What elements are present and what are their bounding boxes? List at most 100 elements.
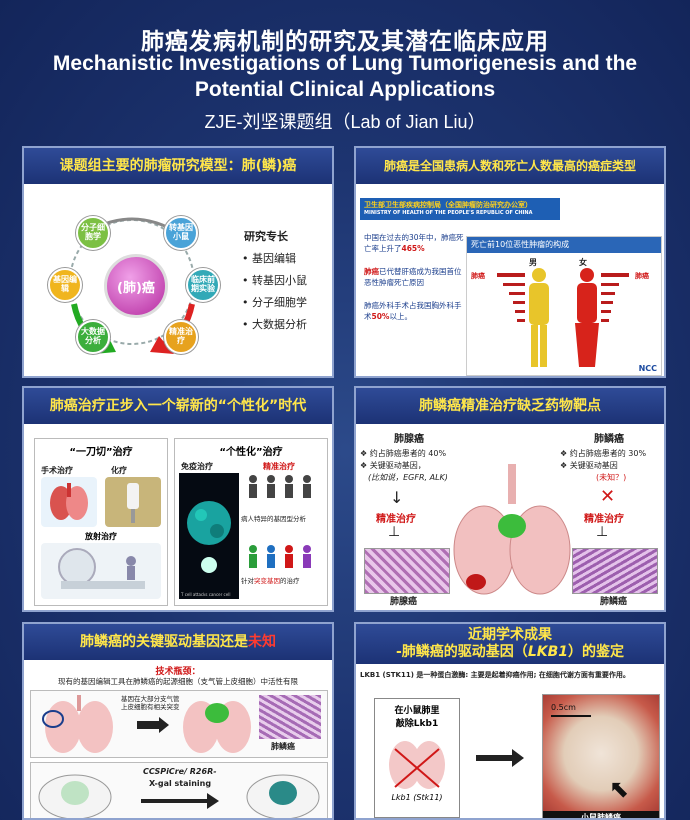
tumor-caption: 小鼠肺鳞癌 (543, 811, 659, 818)
panel-personalized-therapy: 肺癌治疗正步入一个崭新的“个性化”时代 “一刀切”治疗 手术治疗 化疗 放射治疗… (22, 386, 334, 612)
radiotherapy-image (41, 543, 161, 599)
personalized-title: “个性化”治疗 (219, 447, 283, 458)
node-big-data: 大数据分析 (76, 320, 110, 354)
mouse-genotype: CCSPiCre/ R26R- (143, 767, 217, 776)
adenocarcinoma-heading: 肺腺癌 (394, 434, 424, 445)
mouse-staining-drawing (38, 774, 320, 818)
node-precision-therapy: 精准治疗 (164, 320, 198, 354)
block-icon: ⊥ (388, 524, 401, 540)
adeno-bullet: ❖ 约占肺癌患者的 40% (360, 449, 447, 458)
immunotherapy-label: 免疫治疗 (181, 462, 213, 471)
adeno-genes: (比如说，EGFR, ALK) (368, 473, 448, 482)
precision-label: 精准治疗 (263, 462, 295, 471)
chart-title: 死亡前10位恶性肿瘤的构成 (467, 237, 661, 253)
panel-title: 肺癌治疗正步入一个崭新的“个性化”时代 (24, 388, 332, 424)
conventional-title: “一刀切”治疗 (69, 447, 133, 458)
label-male: 男 (529, 258, 537, 267)
expertise-item: • 大数据分析 (242, 318, 307, 331)
precision-therapy-left: 精准治疗 (376, 514, 416, 525)
bottleneck-label: 技术瓶颈： (155, 667, 201, 677)
chemo-label: 化疗 (111, 466, 127, 475)
chemo-image (105, 477, 161, 527)
targeted-step: 针对突变基因的治疗 (241, 577, 300, 585)
surgery-image (41, 477, 97, 527)
label-female: 女 (579, 258, 587, 267)
center-cancer-node: (肺)癌 (104, 254, 168, 318)
stat-mortality: 中国在过去的30年中，肺癌死亡率上升了465% (364, 233, 464, 254)
panel-research-model: 课题组主要的肺瘤研究模型：肺(鳞)癌 (肺)癌 分子细胞学 转基因小鼠 临床前期… (22, 146, 334, 378)
node-gene-editing: 基因编辑 (48, 268, 82, 302)
label-lung-right: 肺癌 (635, 272, 649, 280)
lkb1-gene-label: Lkb1 (Stk11) (391, 793, 443, 802)
ministry-banner: 卫生部卫生部疾病控制局（全国肿瘤防治研究办公室） MINISTRY OF HEA… (360, 198, 560, 220)
patient-groups (249, 475, 311, 568)
node-transgenic-mice: 转基因小鼠 (164, 216, 198, 250)
lung-illustration (453, 464, 571, 595)
mutation-callout: 基因在大部分支气管上皮细胞有相关突变 (121, 695, 180, 712)
block-icon: ⊥ (596, 524, 609, 540)
lung-comparison-drawing (42, 695, 251, 753)
label-lung-left: 肺癌 (471, 272, 485, 280)
knockout-box: 在小鼠肺里 敲除Lkb1 Lkb1 (Stk11) (374, 698, 460, 818)
genotype-step: 病人特异的基因型分析 (241, 515, 306, 523)
radio-label: 放射治疗 (85, 532, 117, 541)
node-preclinical: 临床前期实验 (186, 268, 220, 302)
panel-title: 课题组主要的肺瘤研究模型：肺(鳞)癌 (24, 148, 332, 184)
conventional-therapy-box: “一刀切”治疗 手术治疗 化疗 放射治疗 (34, 438, 168, 606)
cross-icon: ✕ (600, 486, 616, 507)
stat-surgery: 肺癌外科手术占我国胸外科手术50%以上。 (364, 301, 462, 322)
panel-squamous-targets: 肺鳞癌精准治疗缺乏药物靶点 肺腺癌 ❖ 约占肺癌患者的 40% ❖ 关键驱动基因… (354, 386, 666, 612)
title-english-line2: Potential Clinical Applications (194, 78, 496, 101)
body-silhouettes (497, 268, 629, 367)
panel-title: 肺鳞癌精准治疗缺乏药物靶点 (356, 388, 664, 424)
squamous-histology-small (259, 695, 321, 739)
squamous-heading: 肺鳞癌 (594, 434, 624, 445)
precision-therapy-right: 精准治疗 (584, 514, 624, 525)
bottleneck-text: 现有的基因编辑工具在肺鳞癌的起源细胞（支气管上皮细胞）中活性有限 (58, 677, 298, 686)
tumor-arrow-icon: ⬉ (609, 775, 630, 803)
scale-bar-label: 0.5cm (551, 703, 576, 712)
scale-bar (551, 715, 591, 717)
expertise-item: • 转基因小鼠 (242, 274, 307, 287)
mouse-tumor-photo: 0.5cm ⬉ 小鼠肺鳞癌 (542, 694, 660, 818)
squamous-histology (572, 548, 658, 594)
squamous-small-label: 肺鳞癌 (271, 742, 295, 751)
adeno-image-label: 肺腺癌 (390, 597, 418, 607)
expertise-item: • 基因编辑 (242, 252, 296, 265)
panel-title: 肺癌是全国患病人数和死亡人数最高的癌症类型 (356, 148, 664, 184)
surgery-label: 手术治疗 (41, 466, 73, 475)
squamous-bullet: ❖ 关键驱动基因 (560, 461, 618, 470)
squamous-bullet: ❖ 约占肺癌患者的 30% (560, 449, 647, 458)
stat-top-cause: 肺癌已代替肝癌成为我国首位恶性肿瘤死亡原因 (364, 267, 462, 288)
ncc-logo: NCC (638, 364, 657, 373)
t-cell-image: T cell attacks cancer cell (179, 473, 239, 599)
panel-lkb1-identification: 近期学术成果 -肺鳞癌的驱动基因（LKB1）的鉴定 LKB1 (STK11) 是… (354, 622, 666, 820)
adenocarcinoma-histology (364, 548, 450, 594)
knockout-line1: 在小鼠肺里 (394, 706, 440, 716)
squamous-genes-unknown: (未知？) (596, 473, 627, 482)
panel-unknown-drivers: 肺鳞癌的关键驱动基因还是未知 技术瓶颈： 现有的基因编辑工具在肺鳞癌的起源细胞（… (22, 622, 334, 820)
panel-title: 近期学术成果 -肺鳞癌的驱动基因（LKB1）的鉴定 (356, 624, 664, 664)
expertise-item: • 分子细胞学 (242, 296, 307, 309)
poster-header: 肺癌发病机制的研究及其潜在临床应用 Mechanistic Investigat… (0, 0, 690, 140)
right-arrow-icon (476, 749, 524, 767)
xgal-staining: X-gal staining (149, 779, 212, 788)
knockout-line2: 敲除Lkb1 (395, 719, 439, 729)
panel-title: 肺鳞癌的关键驱动基因还是未知 (24, 624, 332, 660)
adeno-bullet: ❖ 关键驱动基因， (360, 461, 426, 470)
panel-cancer-statistics: 肺癌是全国患病人数和死亡人数最高的癌症类型 卫生部卫生部疾病控制局（全国肿瘤防治… (354, 146, 666, 378)
mortality-chart: 死亡前10位恶性肿瘤的构成 男 女 肺癌 肺癌 (466, 236, 662, 376)
down-arrow-icon: ↓ (390, 488, 404, 507)
personalized-therapy-box: “个性化”治疗 免疫治疗 精准治疗 T cell attacks cancer … (174, 438, 328, 606)
lab-name: ZJE-刘坚课题组（Lab of Jian Liu） (204, 112, 486, 132)
node-molecular-cell-biology: 分子细胞学 (76, 216, 110, 250)
title-chinese: 肺癌发病机制的研究及其潜在临床应用 (141, 29, 549, 55)
knockout-lung-drawing (389, 741, 445, 789)
lung-comparison-box: 基因在大部分支气管上皮细胞有相关突变 肺鳞癌 (30, 690, 328, 758)
lkb1-description: LKB1 (STK11) 是一种蛋白激酶: 主要是起着抑癌作用; 在细胞代谢方面… (360, 671, 630, 679)
title-english-line1: Mechanistic Investigations of Lung Tumor… (52, 52, 638, 75)
expertise-title: 研究专长 (244, 230, 288, 243)
squamous-image-label: 肺鳞癌 (600, 597, 628, 607)
mouse-staining-box: CCSPiCre/ R26R- X-gal staining (30, 762, 328, 818)
